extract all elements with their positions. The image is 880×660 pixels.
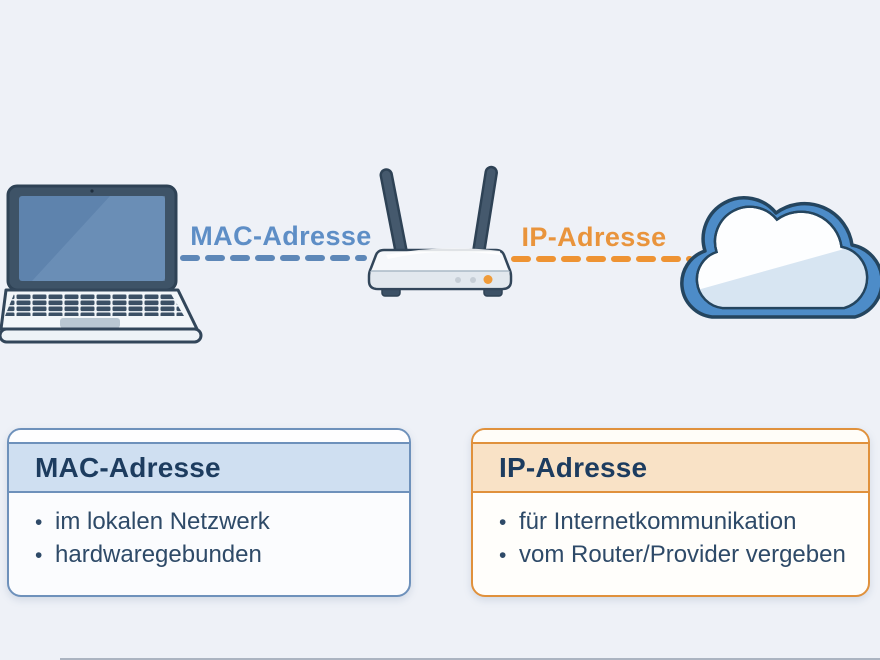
router-led-active <box>483 275 493 284</box>
list-item: • hardwaregebunden <box>35 539 401 572</box>
image-bottom-edge <box>60 658 880 660</box>
mac-bullet-2: hardwaregebunden <box>55 541 262 568</box>
bullet-dot: • <box>499 511 507 534</box>
mac-card-body: • im lokalen Netzwerk • hardwaregebunden <box>9 493 409 572</box>
bullet-dot: • <box>35 511 43 534</box>
cloud-icon <box>680 196 880 319</box>
ip-card: IP-Adresse • für Internetkommunikation •… <box>471 428 870 597</box>
bullet-dot: • <box>499 544 507 567</box>
list-item: • vom Router/Provider vergeben <box>499 539 860 572</box>
mac-card-top-strip <box>9 430 409 444</box>
mac-card-header: MAC-Adresse <box>9 444 409 493</box>
mac-card-title: MAC-Adresse <box>35 451 221 483</box>
mac-card: MAC-Adresse • im lokalen Netzwerk • hard… <box>7 428 411 597</box>
ip-card-title: IP-Adresse <box>499 451 648 483</box>
ip-bullet-2: vom Router/Provider vergeben <box>519 541 846 568</box>
list-item: • im lokalen Netzwerk <box>35 506 401 539</box>
ip-card-body: • für Internetkommunikation • vom Router… <box>473 493 868 572</box>
ip-connection-label: IP-Adresse <box>521 222 667 252</box>
ip-card-top-strip <box>473 430 868 444</box>
bullet-dot: • <box>35 544 43 567</box>
router-led <box>470 277 476 283</box>
ip-card-header: IP-Adresse <box>473 444 868 493</box>
list-item: • für Internetkommunikation <box>499 506 860 539</box>
laptop-icon <box>0 184 203 344</box>
mac-bullet-1: im lokalen Netzwerk <box>55 508 270 535</box>
router-icon <box>367 165 513 297</box>
router-led <box>455 277 461 283</box>
ip-bullet-1: für Internetkommunikation <box>519 508 797 535</box>
mac-connection-label: MAC-Adresse <box>190 221 372 251</box>
